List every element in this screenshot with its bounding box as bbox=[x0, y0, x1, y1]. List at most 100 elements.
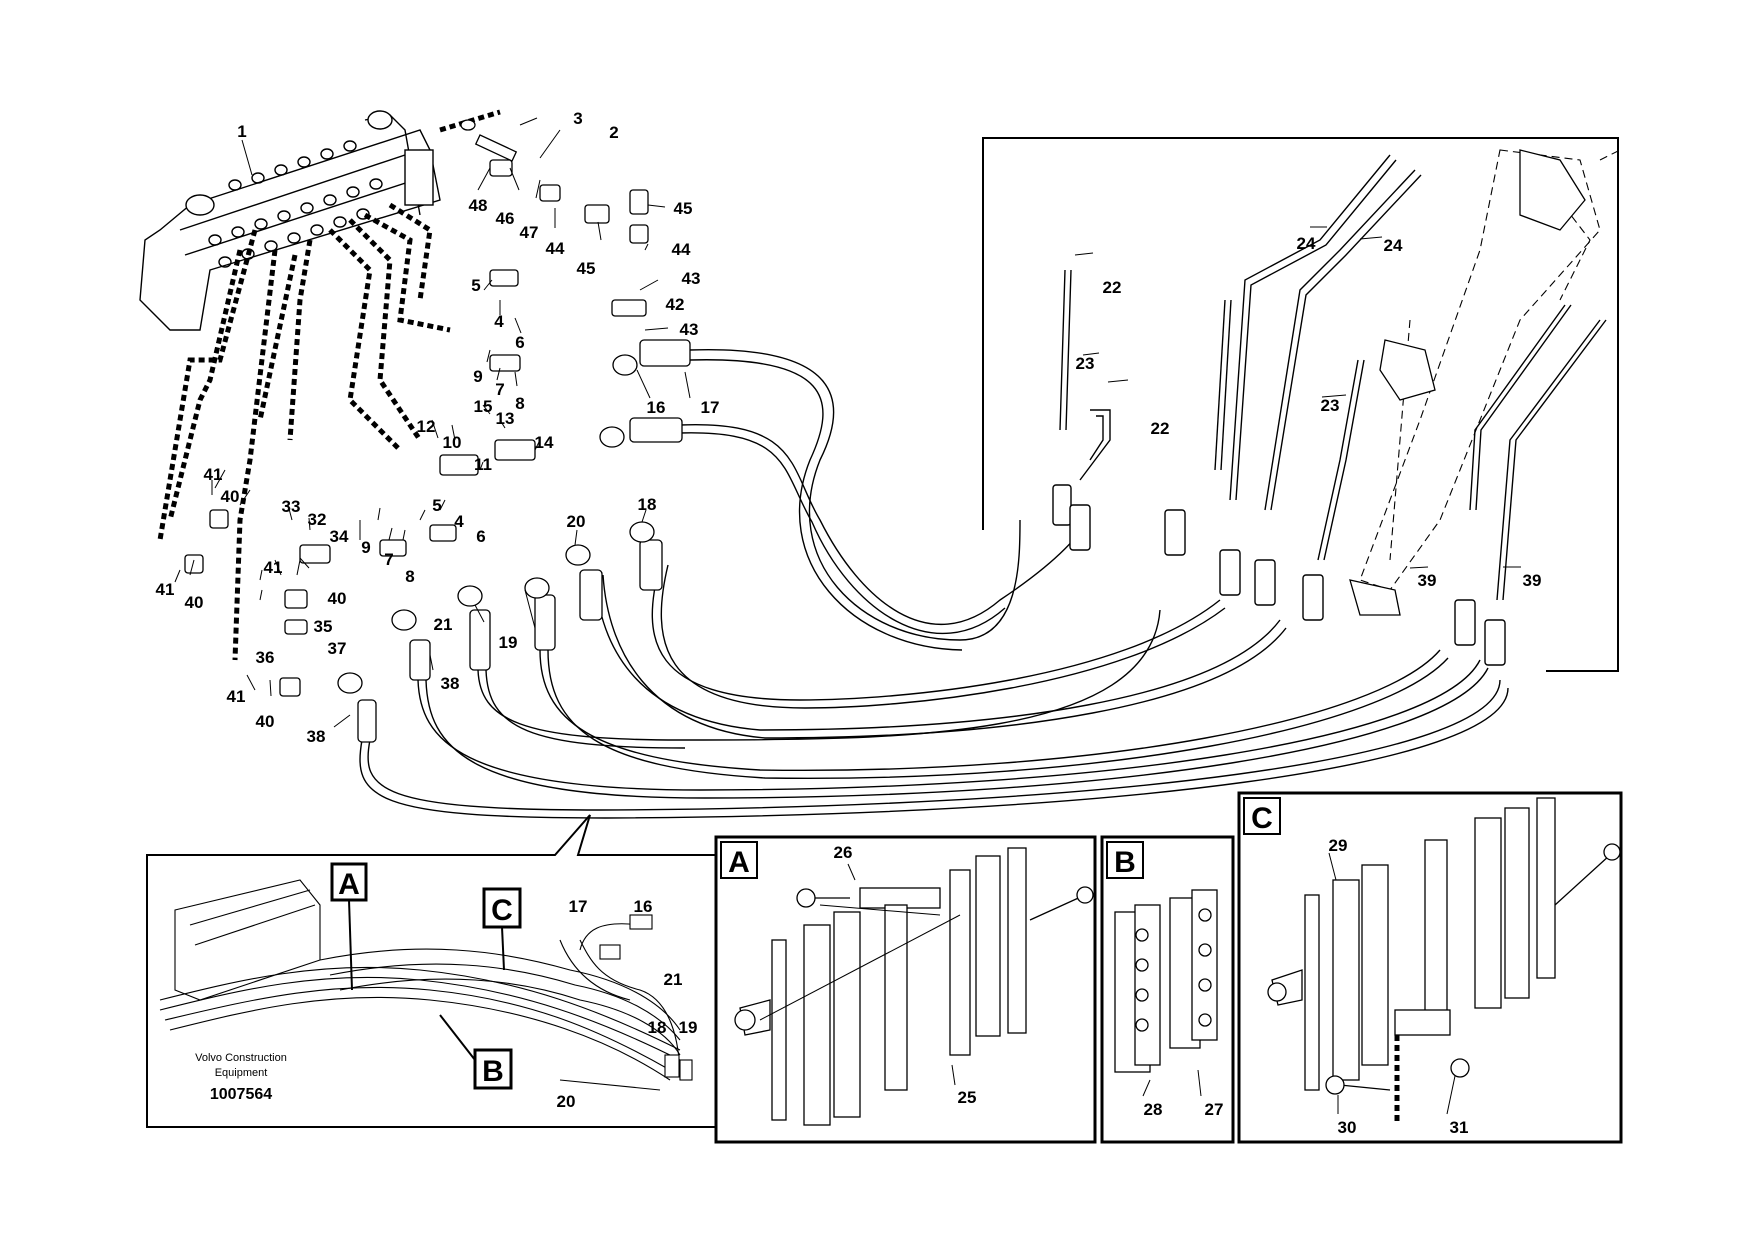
svg-text:B: B bbox=[1114, 846, 1136, 879]
callout-41-b: 41 bbox=[156, 580, 175, 599]
callout-11: 11 bbox=[474, 455, 492, 474]
callout-5-upper: 5 bbox=[471, 276, 480, 295]
callout-36: 36 bbox=[256, 648, 275, 667]
callout-34: 34 bbox=[330, 527, 349, 546]
callout-33: 33 bbox=[282, 497, 301, 516]
callout-13: 13 bbox=[496, 409, 515, 428]
callout-18-overview: 18 bbox=[648, 1018, 667, 1037]
callout-6-lower: 6 bbox=[476, 527, 485, 546]
boom-brackets bbox=[1349, 149, 1586, 616]
callout-40-b: 40 bbox=[185, 593, 204, 612]
callout-21-overview: 21 bbox=[664, 970, 683, 989]
callout-15: 15 bbox=[474, 397, 493, 416]
callout-22-upper: 22 bbox=[1103, 278, 1122, 297]
callout-44-right: 44 bbox=[672, 240, 691, 259]
callout-29: 29 bbox=[1329, 836, 1348, 855]
callout-24-left: 24 bbox=[1297, 234, 1316, 253]
callout-40-a: 40 bbox=[221, 487, 240, 506]
callout-26: 26 bbox=[834, 843, 853, 862]
rigid-tubes bbox=[1052, 154, 1607, 666]
leader-lines bbox=[174, 117, 1521, 1115]
callout-21: 21 bbox=[434, 615, 453, 634]
callout-2: 2 bbox=[609, 123, 618, 142]
caption-line2: Equipment bbox=[215, 1067, 268, 1079]
callout-43-lower: 43 bbox=[680, 320, 699, 339]
callout-19: 19 bbox=[499, 633, 518, 652]
callout-16-overview: 16 bbox=[634, 897, 653, 916]
callout-19-overview: 19 bbox=[679, 1018, 698, 1037]
callout-30: 30 bbox=[1338, 1118, 1357, 1137]
caption-line1: Volvo Construction bbox=[195, 1052, 287, 1064]
callout-9-upper: 9 bbox=[473, 367, 482, 386]
detail-c: C bbox=[1237, 791, 1623, 1144]
boom-frame bbox=[982, 137, 1619, 672]
callout-7-lower: 7 bbox=[384, 550, 393, 569]
callout-23-left: 23 bbox=[1076, 354, 1095, 373]
callout-44-left: 44 bbox=[546, 239, 565, 258]
callout-38-lower: 38 bbox=[307, 727, 326, 746]
callout-24-right: 24 bbox=[1384, 236, 1403, 255]
callout-31: 31 bbox=[1450, 1118, 1469, 1137]
callout-10: 10 bbox=[443, 433, 462, 452]
callout-14: 14 bbox=[535, 433, 554, 452]
callout-25: 25 bbox=[958, 1088, 977, 1107]
callout-7-upper: 7 bbox=[495, 380, 504, 399]
callout-23-right: 23 bbox=[1321, 396, 1340, 415]
callout-35: 35 bbox=[314, 617, 333, 636]
callout-12: 12 bbox=[417, 417, 436, 436]
callout-22-lower: 22 bbox=[1151, 419, 1170, 438]
callout-9-lower: 9 bbox=[361, 538, 370, 557]
callout-18: 18 bbox=[638, 495, 657, 514]
callout-40-d: 40 bbox=[256, 712, 275, 731]
callout-labels: 1 2 3 4 4 5 5 6 6 7 7 8 8 9 9 10 11 12 1… bbox=[156, 109, 1542, 1137]
valve-spools bbox=[208, 140, 383, 268]
callout-3: 3 bbox=[573, 109, 582, 128]
callout-32: 32 bbox=[308, 510, 327, 529]
hose-ends bbox=[337, 339, 691, 743]
detail-a: A bbox=[714, 835, 1097, 1144]
detail-b: B bbox=[1100, 835, 1235, 1144]
callout-45-upper: 45 bbox=[674, 199, 693, 218]
dashed-leaders bbox=[157, 109, 501, 661]
callout-40-c: 40 bbox=[328, 589, 347, 608]
svg-text:B: B bbox=[482, 1055, 504, 1088]
callout-17: 17 bbox=[701, 398, 720, 417]
callout-48: 48 bbox=[469, 196, 488, 215]
callout-27: 27 bbox=[1205, 1100, 1224, 1119]
callout-1: 1 bbox=[237, 122, 246, 141]
callout-8-upper: 8 bbox=[515, 394, 524, 413]
svg-text:C: C bbox=[491, 894, 513, 927]
callout-4-upper: 4 bbox=[494, 312, 504, 331]
callout-41-d: 41 bbox=[227, 687, 246, 706]
callout-20-overview: 20 bbox=[557, 1092, 576, 1111]
callout-28: 28 bbox=[1144, 1100, 1163, 1119]
callout-39-left: 39 bbox=[1418, 571, 1437, 590]
callout-41-a: 41 bbox=[204, 465, 223, 484]
control-valve bbox=[139, 110, 441, 331]
callout-42: 42 bbox=[666, 295, 685, 314]
callout-45-lower: 45 bbox=[577, 259, 596, 278]
callout-37: 37 bbox=[328, 639, 347, 658]
overview-inset: A C B 17 16 21 18 19 20 Volvo Constructi… bbox=[146, 814, 851, 1128]
doc-number: 1007564 bbox=[210, 1086, 272, 1103]
callout-16: 16 bbox=[647, 398, 666, 417]
callout-4-lower: 4 bbox=[454, 512, 464, 531]
overview-label-c: C bbox=[482, 887, 522, 971]
callout-38-upper: 38 bbox=[441, 674, 460, 693]
svg-text:A: A bbox=[338, 868, 360, 901]
callout-6-upper: 6 bbox=[515, 333, 524, 352]
callout-5-lower: 5 bbox=[432, 496, 441, 515]
overview-label-a: A bbox=[330, 862, 368, 991]
callout-8-lower: 8 bbox=[405, 567, 414, 586]
callout-47: 47 bbox=[520, 223, 539, 242]
callout-46: 46 bbox=[496, 209, 515, 228]
callout-43-upper: 43 bbox=[682, 269, 701, 288]
svg-text:C: C bbox=[1251, 802, 1273, 835]
svg-text:A: A bbox=[728, 846, 750, 879]
hoses bbox=[359, 349, 1509, 819]
callout-39-right: 39 bbox=[1523, 571, 1542, 590]
fittings bbox=[184, 119, 649, 697]
overview-label-b: B bbox=[439, 1014, 513, 1090]
callout-20: 20 bbox=[567, 512, 586, 531]
